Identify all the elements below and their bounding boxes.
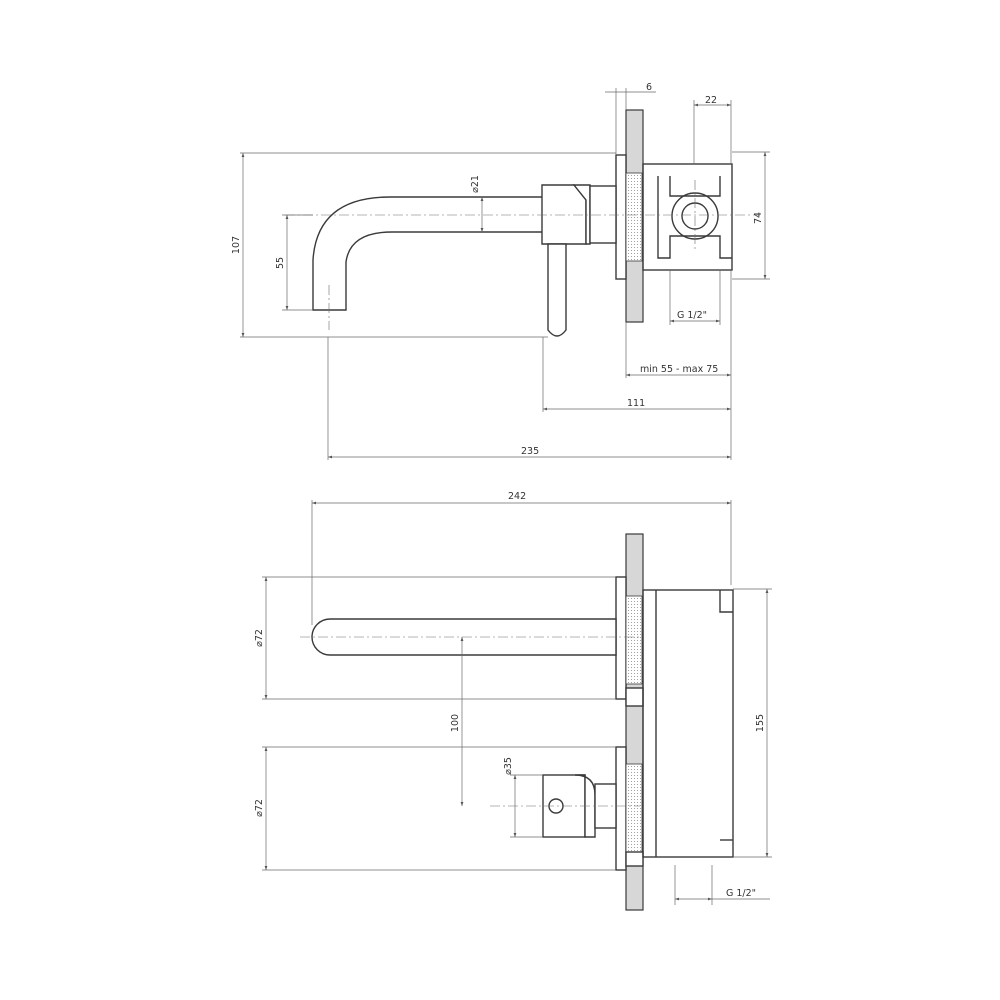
label-axis-distance: 100 [450, 714, 461, 732]
label-spout-drop: 55 [275, 257, 286, 269]
label-total-width: 242 [508, 491, 526, 502]
label-body-height-front: 155 [755, 714, 766, 732]
front-plate-bottom [615, 746, 627, 871]
side-lever [547, 243, 567, 337]
side-mixer-body [541, 184, 587, 245]
label-thread-side: G 1/2" [677, 310, 707, 321]
label-embed-range: min 55 - max 75 [640, 364, 718, 375]
label-wall-thickness: 6 [646, 82, 652, 93]
front-body-box [642, 589, 734, 858]
front-plate-top [615, 576, 627, 700]
side-plate [615, 154, 627, 280]
label-spout-projection: 235 [521, 446, 539, 457]
label-lever-projection: 111 [627, 398, 645, 409]
side-body [625, 172, 643, 262]
label-handle-diameter: ⌀35 [503, 757, 514, 775]
side-view: 6 22 74 107 55 ⌀21 G 1/2" min 55 - max 7… [231, 82, 770, 460]
label-spout-plate: ⌀72 [254, 629, 265, 647]
side-spout [312, 196, 542, 311]
label-handle-plate: ⌀72 [254, 799, 265, 817]
label-total-height: 107 [231, 236, 242, 254]
side-body-box [642, 163, 733, 271]
front-view: 242 ⌀72 ⌀72 100 ⌀35 155 G 1/2" [254, 491, 772, 911]
label-spout-diameter: ⌀21 [470, 175, 481, 193]
label-body-width: 22 [705, 95, 717, 106]
label-thread-front: G 1/2" [726, 888, 756, 899]
label-body-height-side: 74 [753, 212, 764, 224]
